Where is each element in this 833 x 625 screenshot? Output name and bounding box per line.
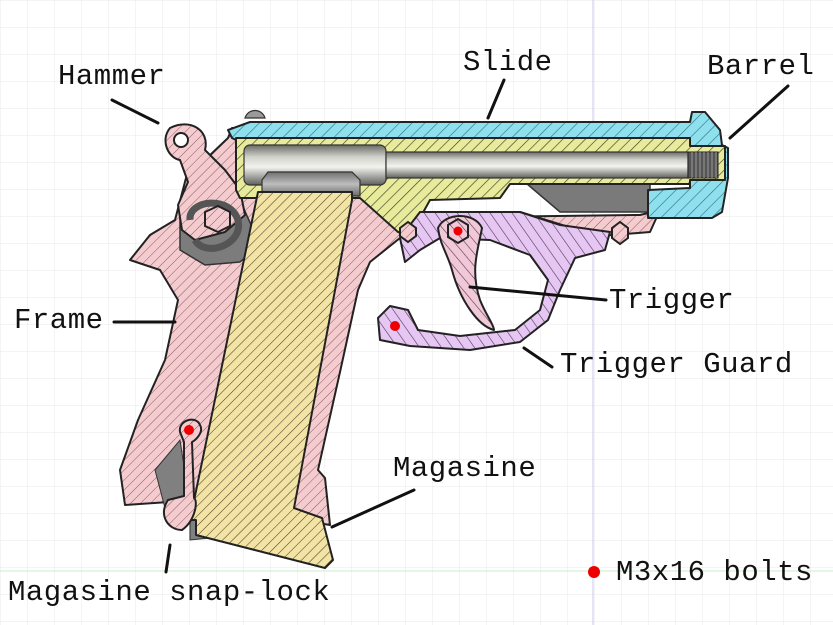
hammer-part	[164, 123, 246, 252]
leader-barrel	[728, 84, 790, 140]
hex-bolt-front	[399, 220, 417, 244]
leader-hammer	[110, 98, 160, 125]
bolt-marker-guard	[390, 321, 400, 331]
legend-bolt-label: M3x16 bolts	[616, 556, 813, 589]
leader-slide	[486, 78, 506, 120]
label-trigger-guard: Trigger Guard	[560, 348, 793, 381]
leader-snap-lock	[164, 543, 172, 574]
magazine-snap-lock-part	[163, 418, 202, 531]
label-hammer: Hammer	[58, 60, 166, 93]
label-trigger: Trigger	[609, 284, 735, 317]
leader-trigger	[468, 285, 608, 302]
label-magazine-snap-lock: Magasine snap-lock	[8, 576, 331, 609]
legend-bolt-marker-icon	[588, 566, 600, 578]
hex-bolt-rear	[611, 220, 629, 246]
leader-lines	[110, 78, 790, 574]
label-slide: Slide	[463, 46, 553, 79]
barrel-part	[243, 144, 719, 197]
label-magazine: Magasine	[393, 452, 537, 485]
magazine-part	[189, 191, 353, 569]
leader-trigger-guard	[522, 346, 554, 369]
label-frame: Frame	[14, 304, 104, 337]
bolt-marker-snaplock	[184, 425, 194, 435]
bolt-marker-trigger	[453, 226, 463, 236]
leader-magazine	[330, 488, 416, 529]
hex-bolt	[204, 204, 231, 234]
trigger-guard-part	[377, 211, 611, 351]
label-barrel: Barrel	[707, 50, 815, 83]
